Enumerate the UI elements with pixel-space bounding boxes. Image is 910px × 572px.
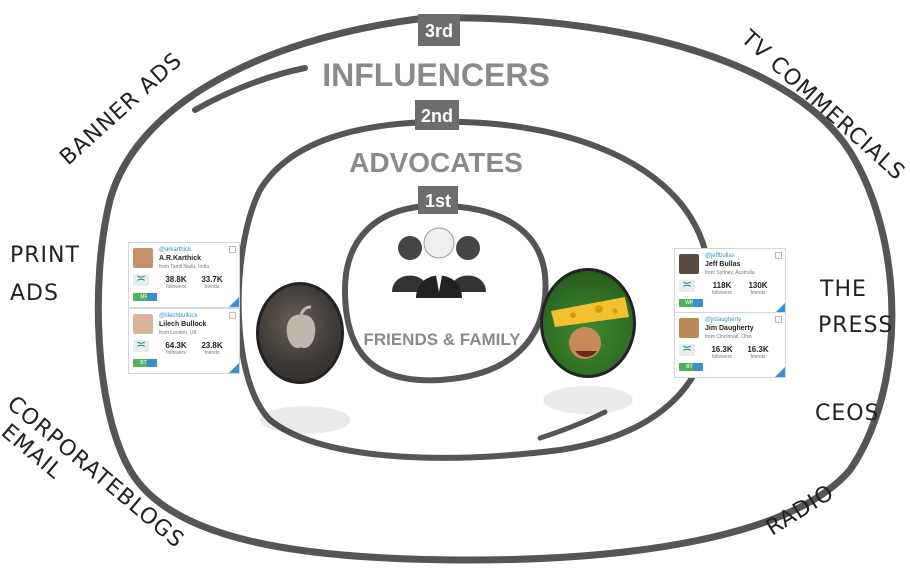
- middle-ring-arrow: [537, 409, 608, 441]
- first-tab: [418, 186, 458, 214]
- second-tab: [415, 100, 459, 130]
- outer-ring: [94, 14, 896, 564]
- advocates-label: ADVOCATES: [349, 147, 523, 178]
- the-press-label-line1: THE: [819, 277, 867, 302]
- avatar: [679, 318, 699, 338]
- profile-card[interactable]: @jeffbullas Jeff Bullas from Sydney, Aus…: [674, 248, 786, 314]
- influence-logo-icon: [679, 341, 695, 356]
- radio-label: RADIO: [762, 480, 839, 541]
- card-name: Jeff Bullas: [705, 261, 741, 268]
- influencers-label: INFLUENCERS: [322, 57, 550, 93]
- corner-fold-icon: [229, 363, 239, 373]
- banner-ads-label: BANNER ADS: [55, 48, 187, 170]
- select-checkbox[interactable]: [775, 316, 782, 323]
- avatar: [133, 314, 153, 334]
- third-tab: [418, 14, 460, 46]
- cheese-hat-icon: [551, 297, 629, 359]
- card-handle[interactable]: @jeffbullas: [705, 253, 735, 259]
- inner-ring: [341, 202, 549, 384]
- card-location: from Tamil Nadu, India: [159, 264, 209, 270]
- outer-ring-flourish: [192, 65, 308, 113]
- select-checkbox[interactable]: [229, 246, 236, 253]
- card-name: Jim Daugherty: [705, 325, 754, 332]
- avatar: [679, 254, 699, 274]
- card-location: from London, UK: [159, 330, 197, 336]
- people-group-icon: [392, 227, 486, 298]
- status-badge: BTT: [679, 363, 703, 371]
- profile-card[interactable]: @lilechbullock Lilech Bullock from Londo…: [128, 308, 240, 374]
- card-location: from Sydney, Australia: [705, 270, 755, 276]
- corner-fold-icon: [775, 303, 785, 313]
- photo-shadow-left: [260, 406, 350, 434]
- status-badge-secondary: [147, 359, 157, 367]
- status-badge: MRI: [133, 293, 157, 301]
- print-ads-label-line1: PRINT: [10, 243, 80, 268]
- photo-shadow-right: [543, 386, 633, 414]
- ceos-label: CEOS: [815, 401, 880, 426]
- influence-logo-icon: [679, 277, 695, 292]
- influence-logo-icon: [133, 337, 149, 352]
- card-name: A.R.Karthick: [159, 255, 202, 262]
- corporate-blogs-label: CORPORATEBLOGS: [2, 391, 189, 553]
- status-badge-secondary: [693, 299, 703, 307]
- first-tab-label: 1st: [425, 191, 451, 211]
- status-badge: BTT: [133, 359, 157, 367]
- corner-fold-icon: [229, 297, 239, 307]
- third-tab-label: 3rd: [425, 21, 453, 41]
- tv-commercials-label: TV COMMERCIALS: [735, 25, 910, 186]
- card-handle[interactable]: @lilechbullock: [159, 313, 198, 319]
- corner-fold-icon: [775, 367, 785, 377]
- middle-ring: [235, 118, 715, 461]
- influence-logo-icon: [133, 271, 149, 286]
- friends-family-label: FRIENDS & FAMILY: [363, 330, 521, 349]
- apple-haircut-photo: [256, 282, 344, 384]
- card-location: from Cincinnati, Ohio: [705, 334, 752, 340]
- status-badge-secondary: [147, 293, 157, 301]
- select-checkbox[interactable]: [229, 312, 236, 319]
- profile-card[interactable]: @arkarthick A.R.Karthick from Tamil Nadu…: [128, 242, 240, 308]
- status-badge-secondary: [693, 363, 703, 371]
- select-checkbox[interactable]: [775, 252, 782, 259]
- card-name: Lilech Bullock: [159, 321, 207, 328]
- cheesehead-fan-photo: [540, 268, 636, 378]
- the-press-label-line2: PRESS: [818, 313, 893, 338]
- apple-shape-icon: [286, 305, 316, 349]
- second-tab-label: 2nd: [421, 106, 453, 126]
- profile-card[interactable]: @jrdaugherty Jim Daugherty from Cincinna…: [674, 312, 786, 378]
- status-badge: WPN: [679, 299, 703, 307]
- card-handle[interactable]: @arkarthick: [159, 247, 192, 253]
- avatar: [133, 248, 153, 268]
- card-handle[interactable]: @jrdaugherty: [705, 317, 742, 323]
- print-ads-label-line2: ADS: [10, 281, 59, 306]
